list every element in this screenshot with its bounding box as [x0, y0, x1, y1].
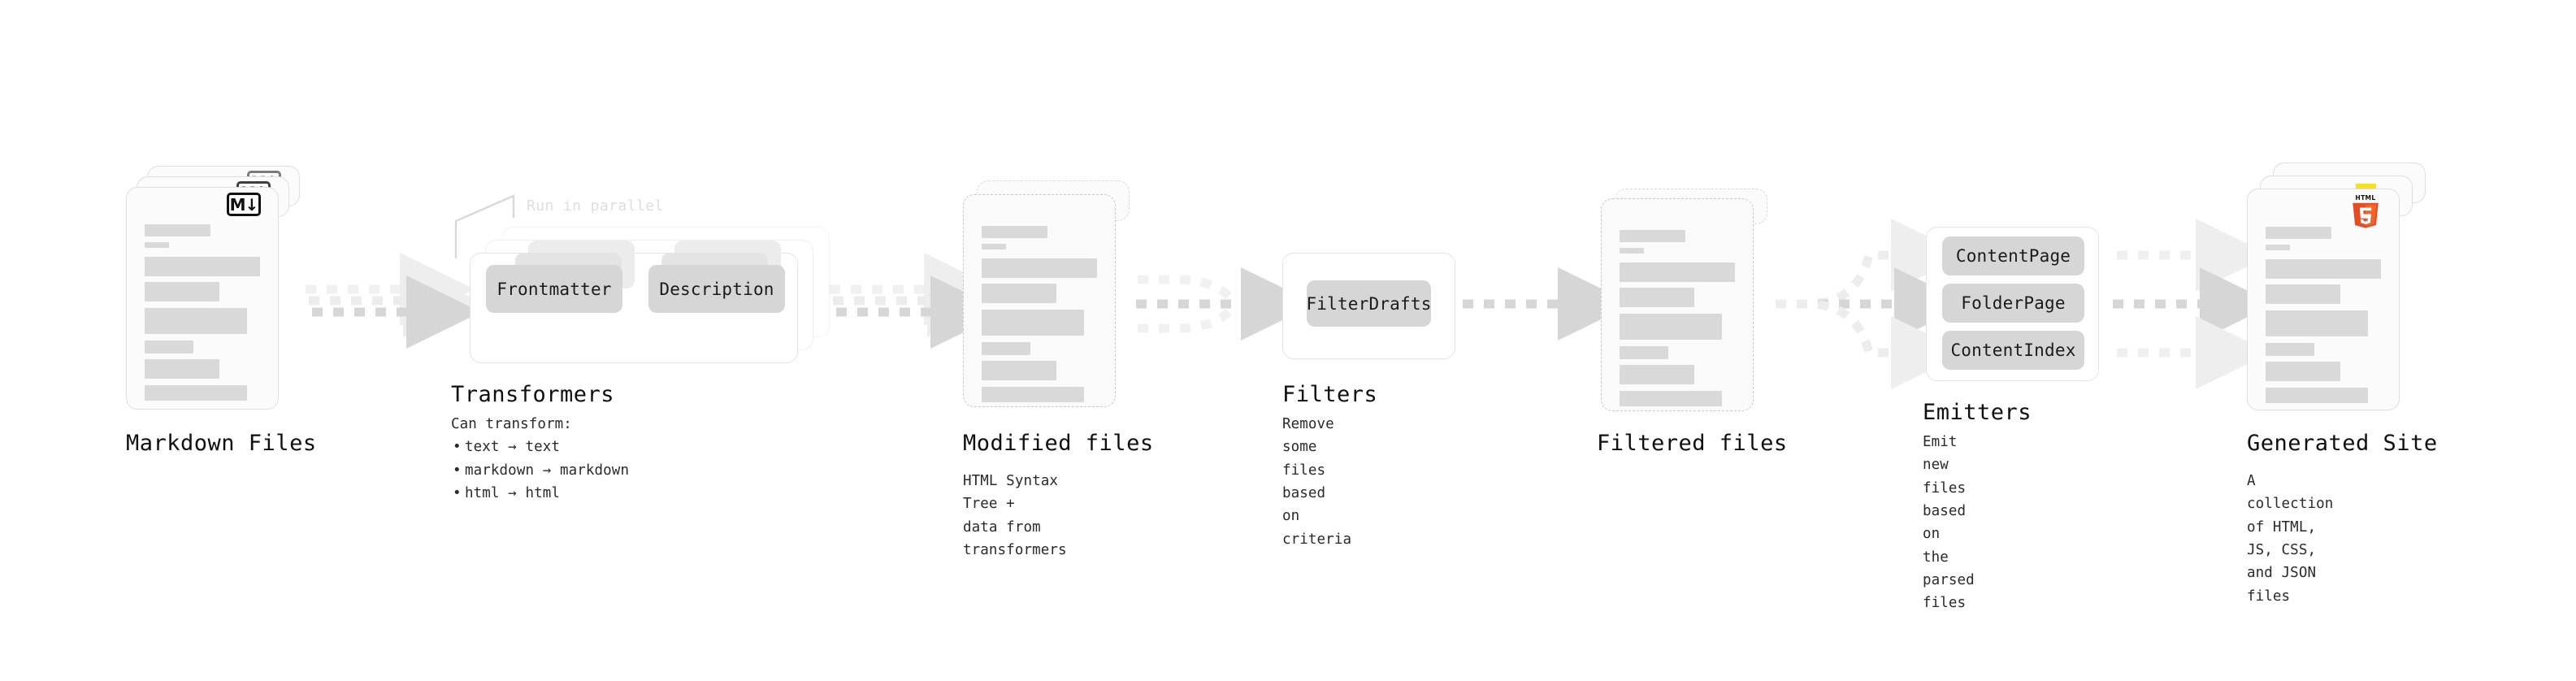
transformers-description: Can transform: text → text markdown → ma… [451, 413, 719, 505]
connector-emitters-to-site [2113, 218, 2275, 390]
transformer-chip-description[interactable]: Description [648, 265, 785, 313]
emitter-chip-contentindex[interactable]: ContentIndex [1942, 331, 2084, 370]
connector-filtered-to-emitters [1776, 218, 1970, 390]
connector-md-to-transformers [306, 252, 482, 349]
svg-text:HTML: HTML [2355, 194, 2375, 202]
html5-icon: HTML [2350, 194, 2381, 232]
stage-title-generated-site: Generated Site [2247, 431, 2438, 456]
stage-title-markdown-files: Markdown Files [126, 431, 317, 456]
emitters-description: Emit new files based on the parsed files [1923, 434, 1975, 612]
transformer-chip-frontmatter[interactable]: Frontmatter [486, 265, 622, 313]
stage-title-filtered-files: Filtered files [1597, 431, 1788, 456]
stage-title-transformers: Transformers [451, 382, 615, 407]
markdown-file-card-front: M↓ [126, 187, 279, 410]
connector-modified-to-filters [1136, 267, 1316, 341]
transformers-capability-item: markdown → markdown [453, 459, 719, 483]
stage-title-modified-files: Modified files [963, 431, 1154, 456]
emitter-chip-contentpage[interactable]: ContentPage [1942, 236, 2084, 275]
generated-site-file-stack: CSS HTML [2247, 163, 2426, 410]
emitter-chip-folderpage[interactable]: FolderPage [1942, 284, 2084, 323]
stage-title-filters: Filters [1282, 382, 1378, 407]
modified-file-stack [963, 180, 1138, 416]
filter-chip-filterdrafts[interactable]: FilterDrafts [1306, 280, 1431, 327]
transformers-lead: Can transform: [451, 416, 572, 432]
run-in-parallel-label: Run in parallel [527, 197, 664, 215]
filtered-file-card-front [1601, 198, 1754, 411]
markdown-file-stack: M↓ M↓ M↓ [126, 166, 301, 410]
run-in-parallel-bracket [454, 194, 515, 258]
transformers-capability-list: text → text markdown → markdown html → h… [451, 436, 719, 505]
filtered-file-stack [1601, 189, 1776, 424]
modified-file-card-front [963, 194, 1116, 407]
generated-site-description: A collection of HTML, JS, CSS, and JSON … [2247, 473, 2334, 605]
generated-file-card-front: HTML [2247, 189, 2400, 410]
stage-title-emitters: Emitters [1923, 400, 2032, 425]
transformers-capability-item: html → html [453, 482, 719, 505]
filters-description: Remove some files based on criteria [1282, 416, 1352, 548]
connector-transformers-to-modified [830, 252, 1006, 349]
transformers-capability-item: text → text [453, 436, 719, 459]
modified-files-description: HTML Syntax Tree + data from transformer… [963, 473, 1067, 559]
markdown-icon: M↓ [227, 193, 261, 216]
